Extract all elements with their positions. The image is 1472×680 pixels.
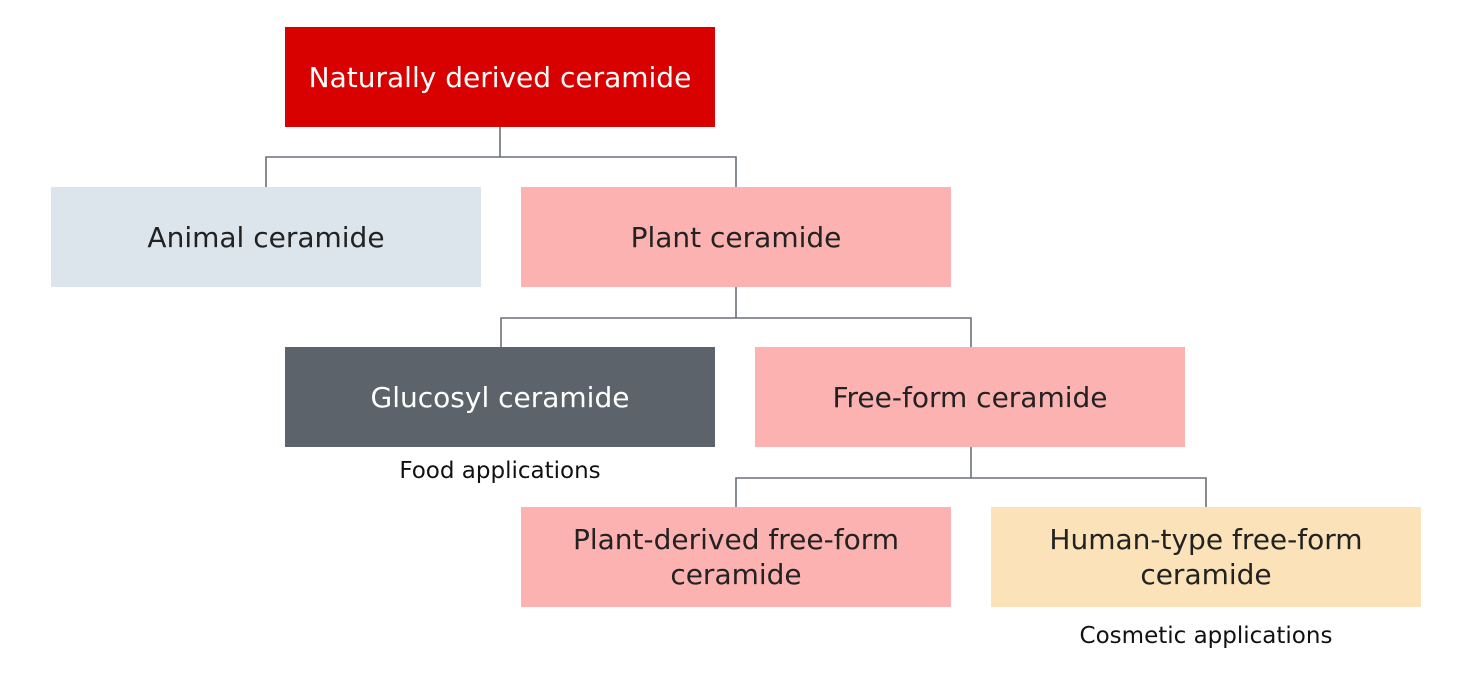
node-label: Free-form ceramide: [832, 380, 1108, 414]
note-cosmetic-applications: Cosmetic applications: [1079, 623, 1333, 649]
node-label: Naturally derived ceramide: [308, 60, 692, 94]
node-label: Animal ceramide: [147, 220, 385, 254]
node-label: Human-type free-form ceramide: [1049, 523, 1363, 591]
connector-freeform-branch: [735, 477, 1207, 507]
node-plant-derived-free-form-ceramide: Plant-derived free-form ceramide: [521, 507, 951, 607]
connector-root-branch: [265, 156, 737, 187]
node-glucosyl-ceramide: Glucosyl ceramide: [285, 347, 715, 447]
note-food-applications: Food applications: [399, 458, 601, 484]
node-label: Plant-derived free-form ceramide: [572, 523, 899, 591]
node-naturally-derived-ceramide: Naturally derived ceramide: [285, 27, 715, 127]
node-animal-ceramide: Animal ceramide: [51, 187, 481, 287]
connector-plant-branch: [500, 317, 972, 347]
node-human-type-free-form-ceramide: Human-type free-form ceramide: [991, 507, 1421, 607]
node-label: Plant ceramide: [630, 220, 842, 254]
node-plant-ceramide: Plant ceramide: [521, 187, 951, 287]
node-free-form-ceramide: Free-form ceramide: [755, 347, 1185, 447]
node-label: Glucosyl ceramide: [370, 380, 630, 414]
